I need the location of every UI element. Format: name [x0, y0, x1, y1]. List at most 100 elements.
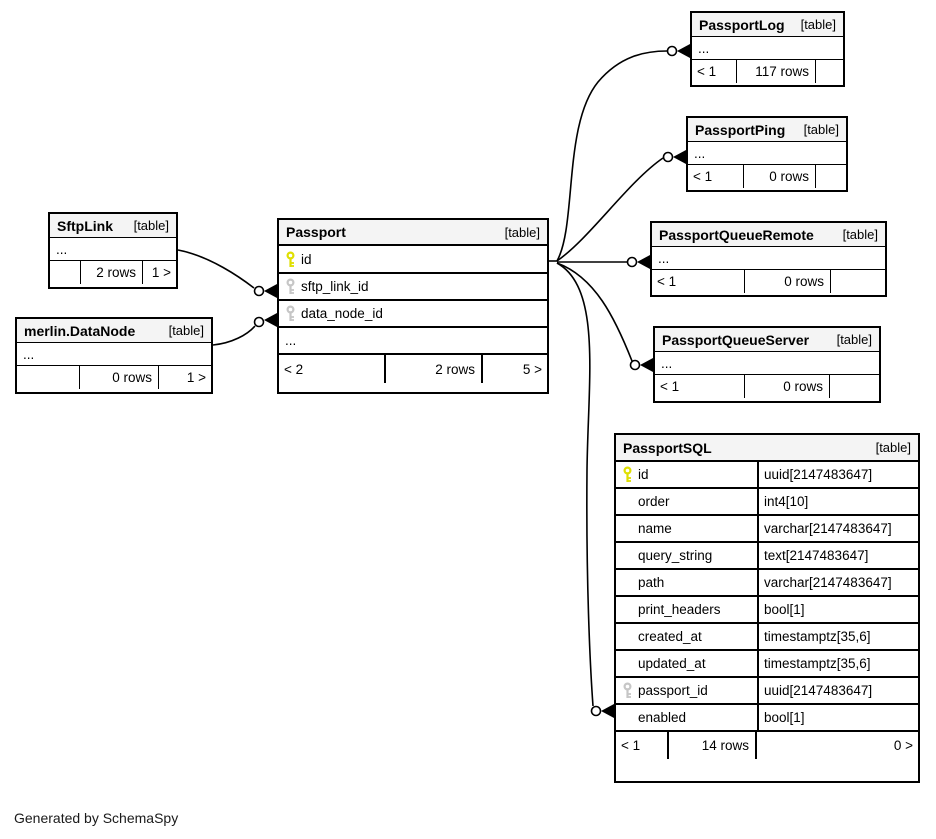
footer-child-count: 1 > — [186, 370, 206, 385]
table-type-tag: [table] — [800, 17, 836, 32]
primary-key-icon — [285, 250, 296, 268]
foreign-key-icon — [285, 278, 296, 295]
column-name: passport_id — [638, 683, 708, 698]
column-row-id: id uuid[2147483647] — [616, 462, 918, 489]
table-footer: < 1 117 rows — [692, 60, 843, 83]
column-name: id — [301, 251, 312, 267]
column-row-passport-id: passport_id uuid[2147483647] — [616, 678, 918, 705]
columns-ellipsis-row: ... — [688, 142, 846, 165]
foreign-key-icon — [622, 682, 633, 699]
footer-row-count: 2 rows — [81, 261, 143, 284]
columns-ellipsis-row: ... — [652, 247, 885, 270]
table-passport[interactable]: Passport [table] id sftp_link_id data_no… — [277, 218, 549, 394]
footer-row-count: 0 rows — [745, 375, 830, 398]
table-merlin-datanode[interactable]: merlin.DataNode [table] ... 0 rows 1 > — [15, 317, 213, 394]
column-type: uuid[2147483647] — [757, 678, 918, 703]
footer-parent-count — [17, 366, 80, 389]
table-passportqueueremote[interactable]: PassportQueueRemote [table] ... < 1 0 ro… — [650, 221, 887, 297]
table-header[interactable]: PassportPing [table] — [688, 118, 846, 142]
column-type: bool[1] — [757, 597, 918, 622]
footer-row-count: 14 rows — [669, 732, 757, 759]
column-name: created_at — [638, 629, 702, 644]
column-row-order: order int4[10] — [616, 489, 918, 516]
table-footer: < 1 14 rows 0 > — [616, 732, 918, 759]
column-type: bool[1] — [757, 705, 918, 730]
footer-child-count: 5 > — [522, 361, 542, 377]
table-name: merlin.DataNode — [24, 322, 136, 339]
footer-child-count — [816, 165, 846, 188]
table-type-tag: [table] — [168, 323, 204, 338]
table-type-tag: [table] — [875, 440, 911, 455]
table-passportsql[interactable]: PassportSQL [table] id uuid[2147483647] … — [614, 433, 920, 783]
column-type: int4[10] — [757, 489, 918, 514]
column-name: id — [638, 467, 649, 482]
table-type-tag: [table] — [504, 224, 540, 240]
table-header[interactable]: merlin.DataNode [table] — [17, 319, 211, 343]
table-header[interactable]: PassportLog [table] — [692, 13, 843, 37]
footer-parent-count: < 2 — [279, 355, 386, 383]
columns-ellipsis-row: ... — [279, 328, 547, 355]
footer-parent-count — [50, 261, 81, 284]
table-type-tag: [table] — [836, 332, 872, 347]
column-name: data_node_id — [301, 306, 383, 321]
table-name: PassportSQL — [623, 439, 712, 456]
footer-child-count — [816, 60, 843, 83]
footer-row-count: 0 rows — [80, 366, 159, 389]
table-name: PassportQueueServer — [662, 331, 810, 348]
column-type: varchar[2147483647] — [757, 570, 918, 595]
table-name: SftpLink — [57, 217, 113, 234]
table-footer: < 1 0 rows — [655, 375, 879, 398]
relationship-sftplink-passport — [177, 249, 277, 298]
footer-child-count — [830, 375, 879, 398]
table-footer: 2 rows 1 > — [50, 261, 176, 284]
relationship-passport-passportqueueremote — [557, 255, 650, 269]
footer-row-count: 0 rows — [745, 270, 831, 293]
table-passportping[interactable]: PassportPing [table] ... < 1 0 rows — [686, 116, 848, 192]
column-name: name — [638, 521, 672, 536]
columns-ellipsis-row: ... — [50, 238, 176, 261]
table-footer: < 1 0 rows — [688, 165, 846, 188]
columns-ellipsis-row: ... — [17, 343, 211, 366]
columns-ellipsis-row: ... — [692, 37, 843, 60]
column-row-path: path varchar[2147483647] — [616, 570, 918, 597]
column-row-sftp-link-id: sftp_link_id — [279, 274, 547, 301]
table-header[interactable]: Passport [table] — [279, 220, 547, 246]
column-row-query-string: query_string text[2147483647] — [616, 543, 918, 570]
table-footer: < 2 2 rows 5 > — [279, 355, 547, 383]
footer-child-count — [831, 270, 885, 293]
column-row-id: id — [279, 246, 547, 274]
column-type: varchar[2147483647] — [757, 516, 918, 541]
table-header[interactable]: PassportSQL [table] — [616, 435, 918, 462]
table-footer: 0 rows 1 > — [17, 366, 211, 389]
table-name: Passport — [286, 224, 346, 240]
table-passportlog[interactable]: PassportLog [table] ... < 1 117 rows — [690, 11, 845, 87]
column-row-enabled: enabled bool[1] — [616, 705, 918, 732]
footer-parent-count: < 1 — [652, 270, 745, 293]
column-row-print-headers: print_headers bool[1] — [616, 597, 918, 624]
footer-row-count: 2 rows — [386, 355, 483, 383]
table-type-tag: [table] — [803, 122, 839, 137]
table-passportqueueserver[interactable]: PassportQueueServer [table] ... < 1 0 ro… — [653, 326, 881, 403]
table-type-tag: [table] — [133, 218, 169, 233]
column-name: print_headers — [638, 602, 721, 617]
table-header[interactable]: SftpLink [table] — [50, 214, 176, 238]
relationship-passport-passportqueueserver — [556, 262, 653, 372]
column-row-name: name varchar[2147483647] — [616, 516, 918, 543]
column-row-updated-at: updated_at timestamptz[35,6] — [616, 651, 918, 678]
column-type: text[2147483647] — [757, 543, 918, 568]
column-name: enabled — [638, 710, 687, 725]
footer-child-count: 1 > — [151, 265, 171, 280]
column-name: updated_at — [638, 656, 706, 671]
footer-child-count: 0 > — [893, 738, 913, 753]
table-header[interactable]: PassportQueueRemote [table] — [652, 223, 885, 247]
table-header[interactable]: PassportQueueServer [table] — [655, 328, 879, 352]
column-row-data-node-id: data_node_id — [279, 301, 547, 328]
table-sftplink[interactable]: SftpLink [table] ... 2 rows 1 > — [48, 212, 178, 289]
column-name: path — [638, 575, 665, 590]
table-name: PassportQueueRemote — [659, 226, 814, 243]
generated-by-note: Generated by SchemaSpy — [14, 810, 179, 826]
table-name: PassportPing — [695, 121, 786, 138]
footer-parent-count: < 1 — [655, 375, 745, 398]
primary-key-icon — [622, 466, 633, 483]
